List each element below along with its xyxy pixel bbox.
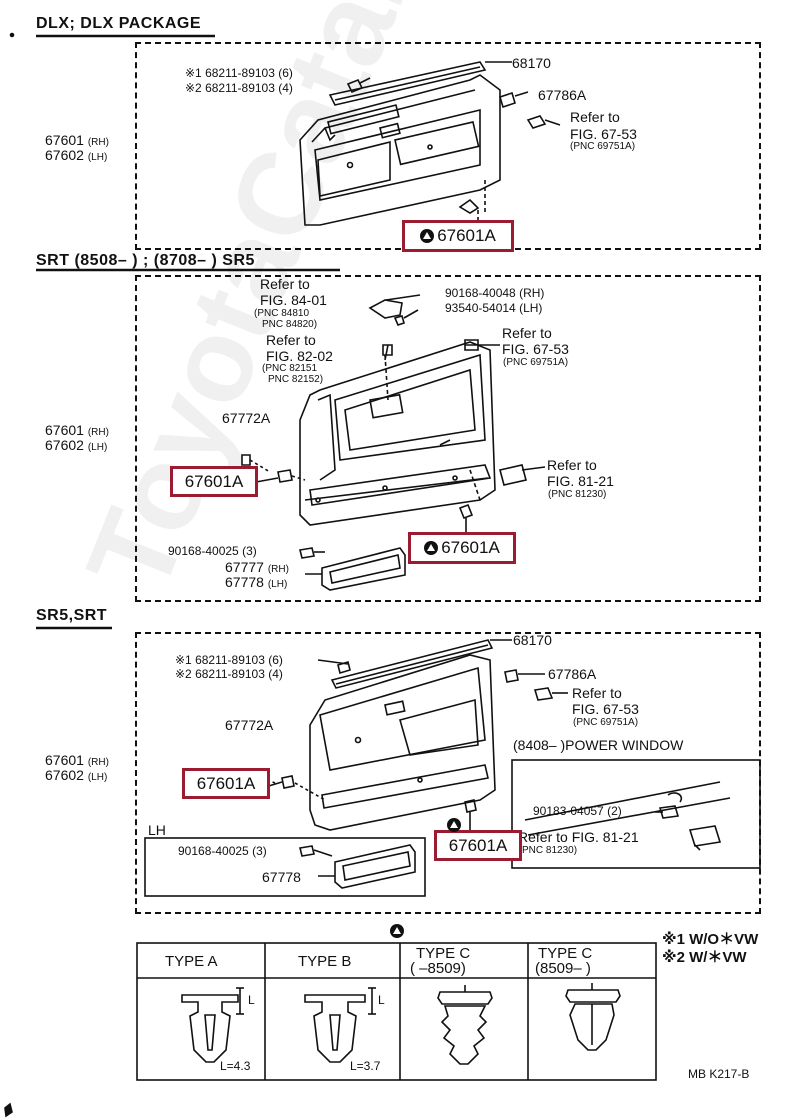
refer-pnc: (PNC 69751A)	[570, 141, 636, 152]
door-panel-dlx	[299, 61, 561, 230]
clip-type-table	[136, 942, 657, 1081]
part-label-68170: 68170	[513, 632, 552, 648]
refer-fig: FIG. 82-02	[266, 348, 333, 364]
refer-pnc-pw: PNC 81230)	[522, 845, 578, 856]
lh-inset-label: LH	[148, 822, 166, 838]
highlight-67601a-left[interactable]: 67601A	[170, 466, 258, 497]
triangle-circle-icon	[420, 229, 435, 243]
type-c-range: ( –8509)	[410, 960, 466, 977]
part-label-67778: 67778 (LH)	[225, 574, 288, 590]
part-label-67602: 67602 (LH)	[45, 437, 108, 453]
part-label-67777: 67777 (RH)	[225, 559, 289, 575]
section-sr5-srt-box	[135, 632, 761, 914]
refer-pnc: (PNC 84810	[254, 308, 310, 319]
refer-pnc: PNC 84820)	[262, 319, 318, 330]
refer-label: Refer to	[572, 685, 622, 701]
part-label-67772a: 67772A	[222, 410, 271, 426]
type-c2-range: (8509– )	[535, 960, 591, 977]
dim-value-a: L=4.3	[220, 1059, 251, 1073]
section-srt-sr5-box	[135, 275, 761, 602]
section-title-sr5-srt: SR5,SRT	[36, 607, 108, 624]
refer-pnc: (PNC 81230)	[548, 489, 607, 500]
refer-pnc: PNC 82152)	[268, 374, 324, 385]
clip-label-1: ※1 68211-89103 (6)	[175, 653, 283, 667]
dim-l-b: L	[378, 993, 385, 1007]
part-label-67602: 67602 (LH)	[45, 767, 108, 783]
highlight-67601a-dlx[interactable]: 67601A	[402, 220, 514, 252]
clip-label-1: ※1 68211-89103 (6)	[185, 66, 293, 80]
part-label-67786a: 67786A	[538, 87, 587, 103]
refer-fig: FIG. 81-21	[547, 473, 614, 489]
refer-fig: FIG. 67-53	[502, 341, 569, 357]
refer-fig: FIG. 67-53	[572, 701, 639, 717]
type-c2-label: TYPE C	[538, 945, 593, 962]
power-window-label: (8408– )POWER WINDOW	[513, 737, 684, 753]
part-label-67778: 67778	[262, 869, 301, 885]
dim-l-a: L	[248, 993, 255, 1007]
triangle-circle-icon	[447, 818, 461, 832]
triangle-circle-icon	[424, 541, 439, 555]
part-label-67601: 67601 (RH)	[45, 132, 109, 148]
section-title-srt: SRT (8508– ) ; (8708– ) SR5	[36, 252, 255, 269]
refer-label: Refer to	[502, 325, 552, 341]
refer-fig: FIG. 84-01	[260, 292, 327, 308]
highlight-67601a-right[interactable]: 67601A	[408, 532, 516, 564]
refer-label: Refer to	[266, 332, 316, 348]
part-label-67601: 67601 (RH)	[45, 752, 109, 768]
type-c-label: TYPE C	[416, 945, 471, 962]
door-panel-srt-sr5	[241, 294, 546, 591]
clip-label-2: ※2 68211-89103 (4)	[175, 667, 283, 681]
refer-label: Refer to	[260, 276, 310, 292]
refer-pnc: (PNC 82151	[262, 363, 318, 374]
part-label-67601: 67601 (RH)	[45, 422, 109, 438]
screw-label-rh: 90168-40048 (RH)	[445, 286, 545, 300]
part-label-67786a: 67786A	[548, 666, 597, 682]
highlight-67601a-right[interactable]: 67601A	[434, 830, 522, 861]
refer-label: Refer to	[570, 109, 620, 125]
refer-label-pw: Refer to FIG. 81-21	[518, 829, 639, 845]
type-a-label: TYPE A	[165, 953, 218, 970]
section-title-dlx: DLX; DLX PACKAGE	[36, 15, 202, 32]
type-b-label: TYPE B	[298, 953, 352, 970]
screw-label: 90168-40025 (3)	[178, 844, 267, 858]
catalog-code: MB K217-B	[688, 1067, 750, 1081]
note-w-vw: ※2 W/＊VW	[662, 949, 747, 966]
highlight-67601a-left[interactable]: 67601A	[182, 768, 270, 799]
note-wo-vw: ※1 W/O＊VW	[662, 931, 759, 948]
part-label-68170: 68170	[512, 55, 551, 71]
part-label-67772a: 67772A	[225, 717, 274, 733]
refer-label: Refer to	[547, 457, 597, 473]
refer-pnc: (PNC 69751A)	[573, 717, 639, 728]
screw-label-lh: 93540-54014 (LH)	[445, 301, 543, 315]
refer-pnc: (PNC 69751A)	[503, 357, 569, 368]
screw-label: 90168-40025 (3)	[168, 544, 257, 558]
part-label-67602: 67602 (LH)	[45, 147, 108, 163]
clip-label-2: ※2 68211-89103 (4)	[185, 81, 293, 95]
dim-value-b: L=3.7	[350, 1059, 381, 1073]
screw-label-pw: 90183-04057 (2)	[533, 804, 622, 818]
refer-fig: FIG. 67-53	[570, 126, 637, 142]
triangle-circle-icon	[390, 924, 404, 938]
